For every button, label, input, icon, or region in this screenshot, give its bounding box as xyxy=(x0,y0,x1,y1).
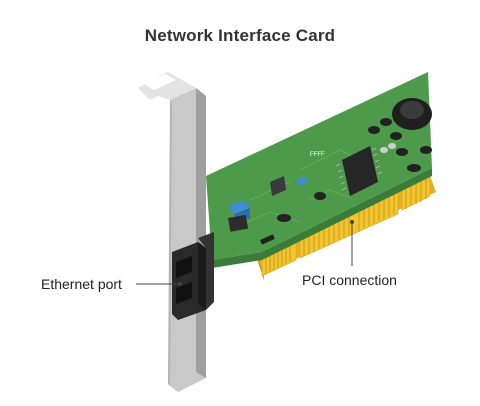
crystal-components xyxy=(260,118,432,245)
ethernet-port-label: Ethernet port xyxy=(41,276,122,292)
ethernet-leader-dot xyxy=(178,282,182,286)
bnc-connector xyxy=(392,98,432,130)
pci-connection-label: PCI connection xyxy=(302,272,397,288)
pci-leader-dot xyxy=(350,220,354,224)
capacitor-blue-2 xyxy=(296,176,308,186)
led-indicator xyxy=(380,143,396,153)
main-chip xyxy=(335,146,383,196)
mounting-bracket xyxy=(138,72,206,392)
ethernet-port-jack xyxy=(172,232,214,320)
diagram-title: Network Interface Card xyxy=(144,26,336,45)
resistor-pack xyxy=(228,214,249,232)
chip-marking: FFFF xyxy=(310,152,325,158)
small-chip xyxy=(270,176,286,196)
